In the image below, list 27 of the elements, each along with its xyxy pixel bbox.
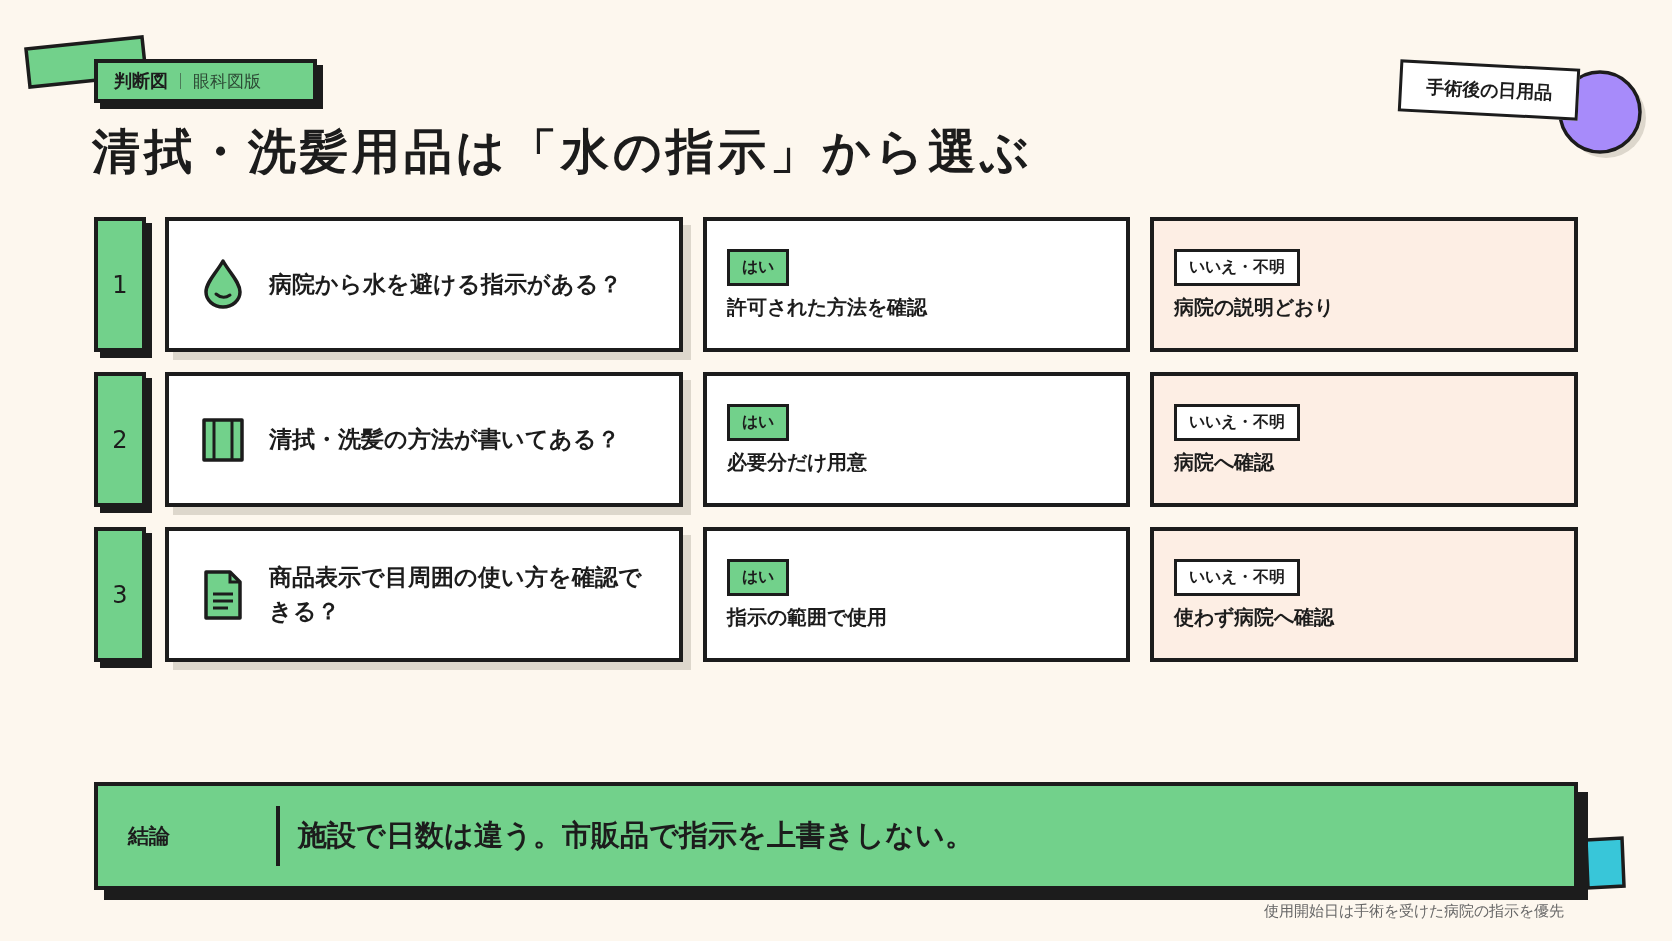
yes-badge: はい [727,248,789,286]
yes-badge: はい [727,403,789,441]
conclusion-text: 施設で日数は違う。市販品で指示を上書きしない。 [298,817,974,854]
answer-text: 病院へ確認 [1174,448,1276,476]
tag-label: 判断図 [114,69,168,93]
yes-answer-box [703,372,1130,507]
question-text: 病院から水を避ける指示がある？ [269,269,622,299]
answer-text: 指示の範囲で使用 [727,603,888,631]
no-badge: いいえ・不明 [1174,248,1300,286]
no-answer-box [1150,372,1578,507]
tag-label: 眼科図版 [193,69,261,93]
no-answer-box [1150,217,1578,352]
no-badge: いいえ・不明 [1174,558,1300,596]
question-text: 清拭・洗髪の方法が書いてある？ [269,424,620,454]
topic-sticker: 手術後の日用品 [1397,59,1581,121]
yes-answer-box [703,527,1130,662]
question-text: 商品表示で目周囲の使い方を確認できる？ [269,563,643,626]
answer-text: 病院の説明どおり [1174,293,1335,321]
answer-text: 使わず病院へ確認 [1174,603,1336,631]
no-answer-box [1150,527,1578,662]
answer-text: 必要分だけ用意 [727,448,868,476]
yes-badge: はい [727,558,789,596]
title: 清拭・洗髪用品は「水の指示」から選ぶ [92,122,1033,181]
conclusion-heading: 結論 [126,823,171,850]
answer-text: 許可された方法を確認 [727,293,929,321]
yes-answer-box [703,217,1130,352]
no-badge: いいえ・不明 [1174,403,1300,441]
